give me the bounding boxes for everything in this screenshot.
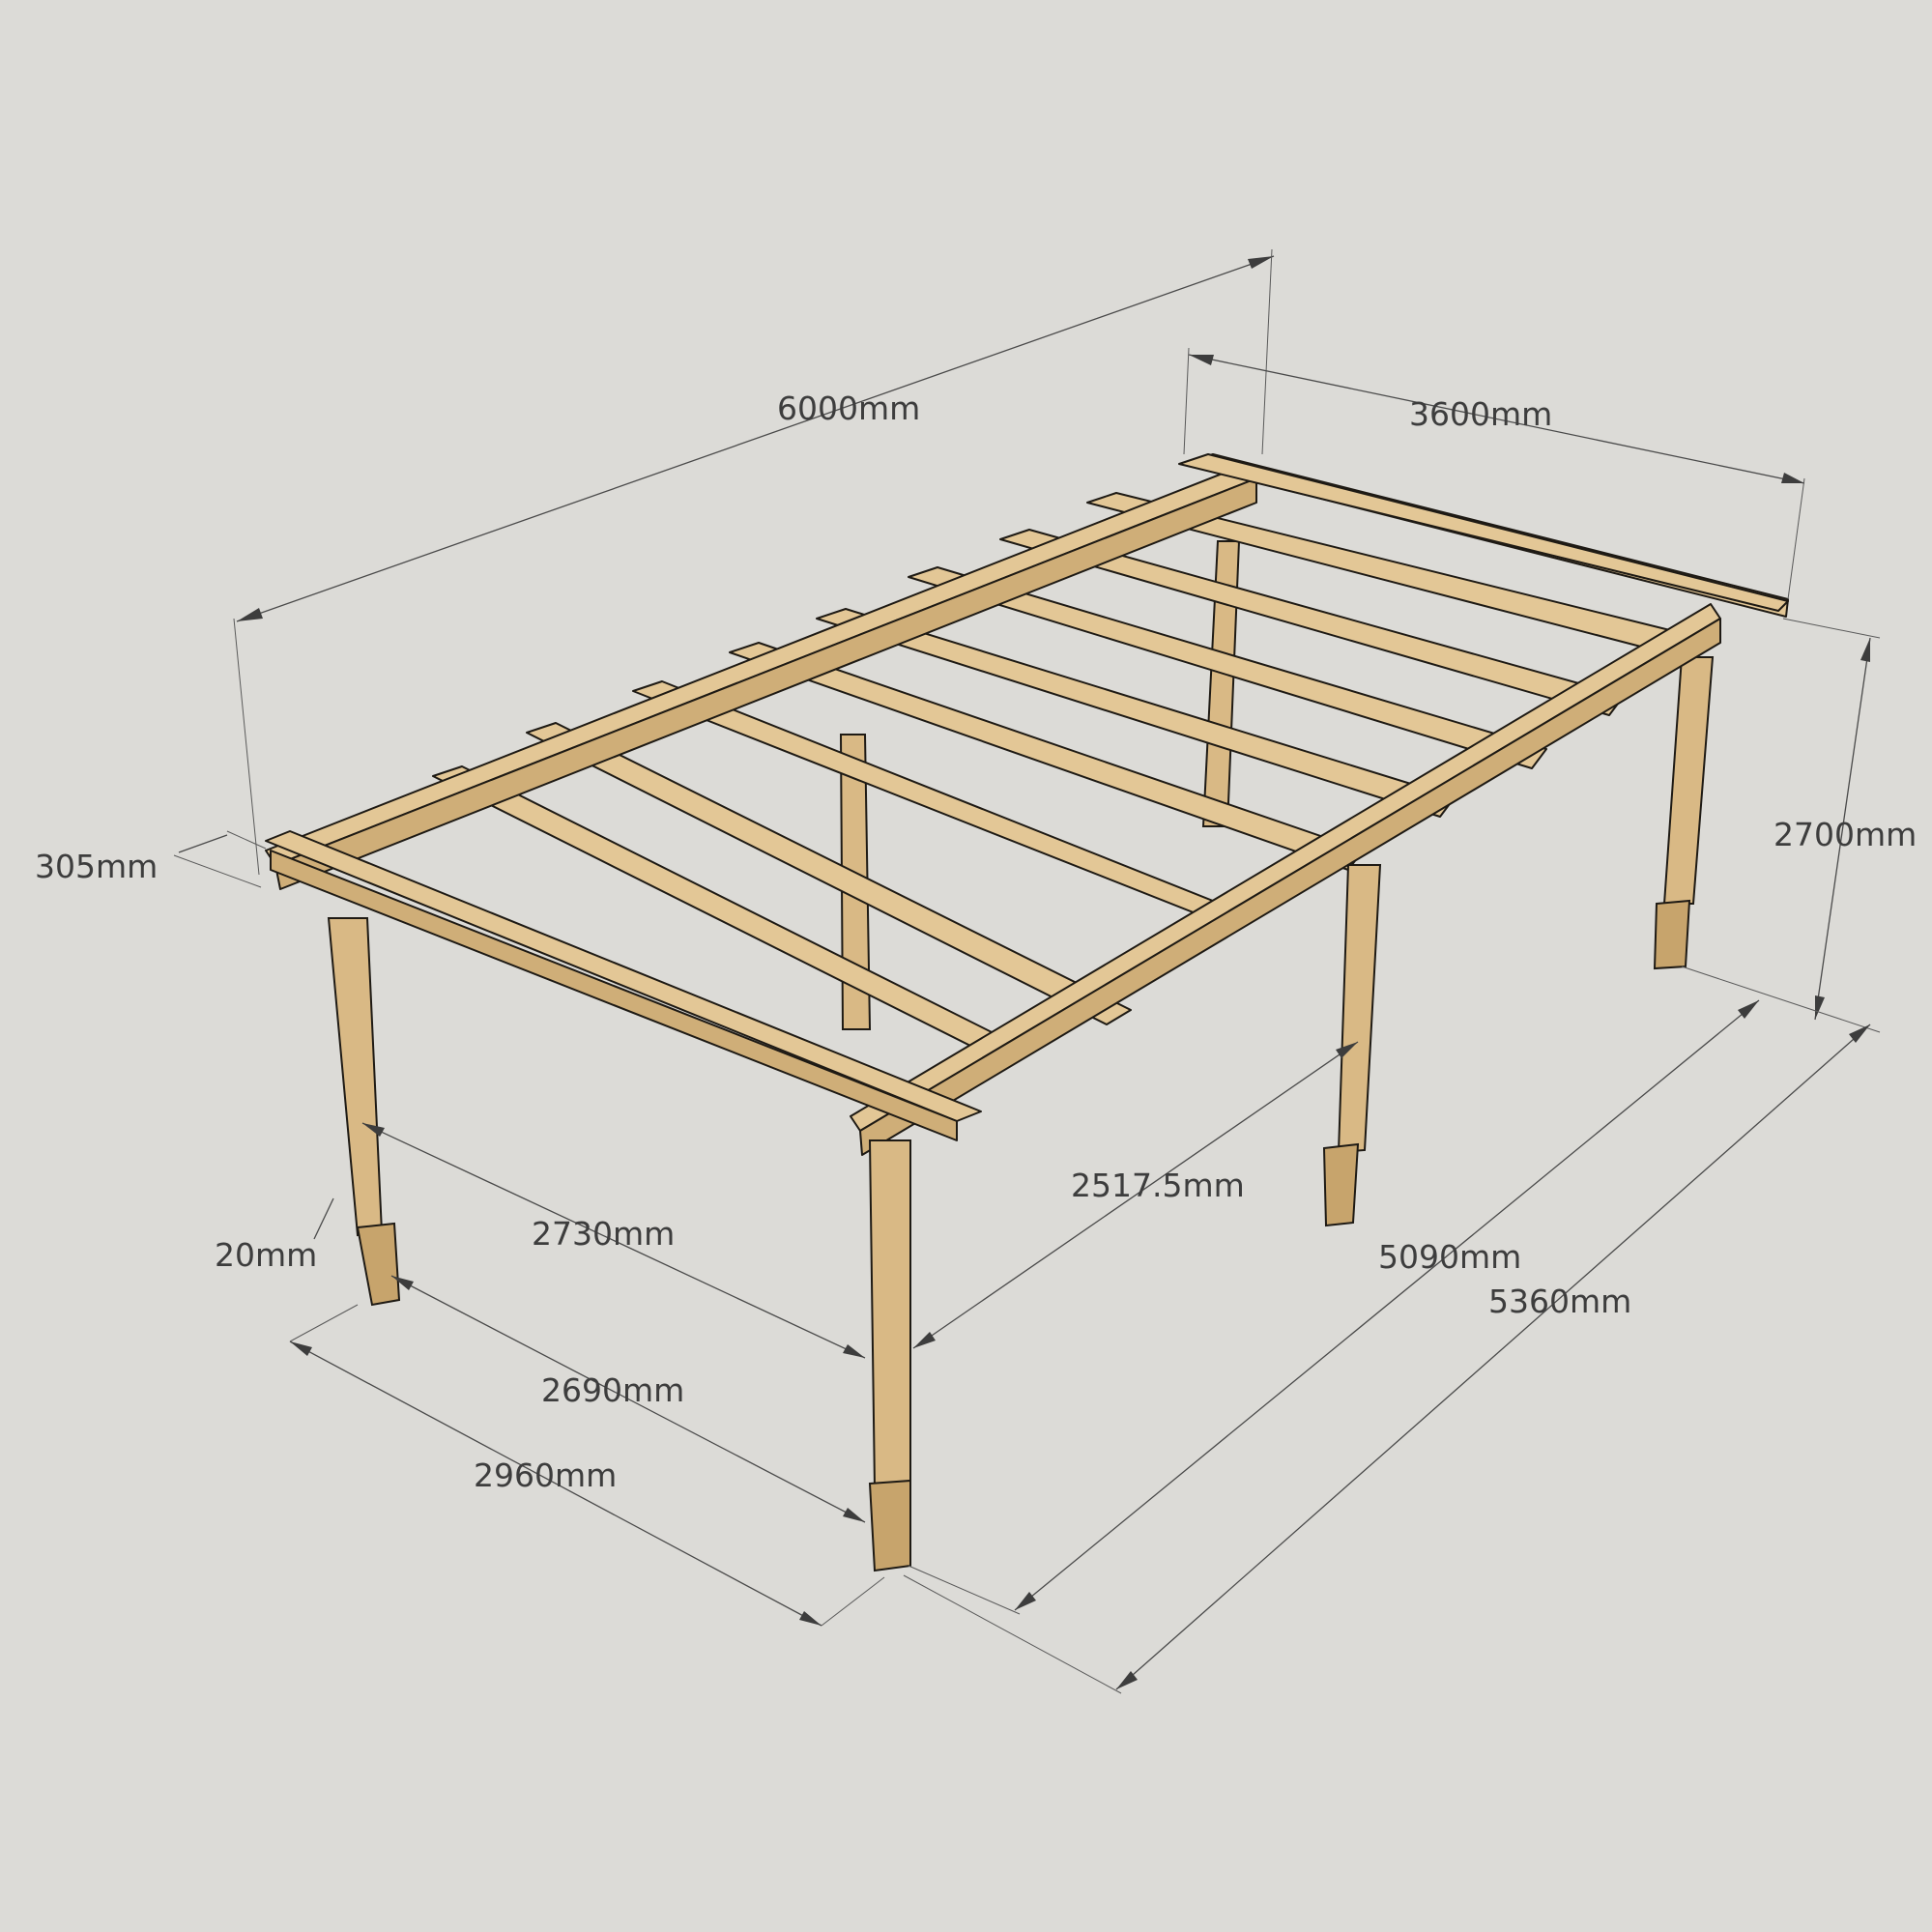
post-front-mid (868, 1139, 911, 1572)
post-right-mid (1322, 864, 1382, 1227)
label-height: 2700mm (1773, 816, 1917, 853)
label-post-spacing-length-outer: 5360mm (1488, 1283, 1631, 1320)
label-overall-length: 6000mm (777, 389, 920, 427)
dimension-labels: 6000mm 3600mm 305mm 2700mm 2730mm 20mm 2… (35, 389, 1917, 1494)
label-post-spacing-length-mid: 2517.5mm (1071, 1167, 1245, 1204)
label-overall-width: 3600mm (1409, 395, 1552, 433)
post-front-left (327, 917, 401, 1307)
dimension-lines (173, 248, 1881, 1694)
label-overhang: 305mm (35, 848, 158, 885)
label-post-spacing-length-inner: 5090mm (1378, 1238, 1521, 1276)
back-crossbeam (1178, 453, 1789, 612)
label-post-spacing-width-mid: 2690mm (541, 1371, 684, 1409)
post-far-right (1653, 656, 1715, 970)
label-post-spacing-width-outer: 2960mm (474, 1456, 617, 1494)
label-post-inset: 20mm (215, 1236, 317, 1274)
front-crossbeam (265, 830, 982, 1141)
long-beam-right (850, 603, 1721, 1156)
label-post-spacing-width-inner: 2730mm (532, 1215, 675, 1253)
